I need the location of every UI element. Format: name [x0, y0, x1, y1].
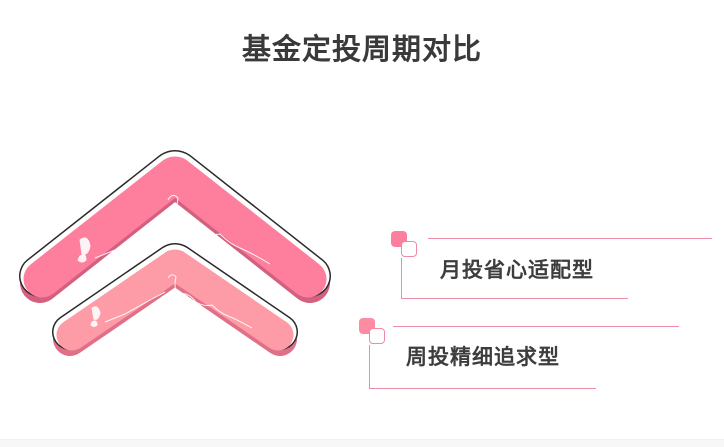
- left-divider: [369, 345, 370, 388]
- butterfly-decoration-icon: [77, 194, 271, 265]
- top-divider: [393, 326, 679, 327]
- butterfly-decoration-icon: [90, 274, 253, 329]
- left-divider: [401, 258, 402, 298]
- top-divider: [428, 238, 712, 239]
- outline-square-icon: [401, 241, 417, 257]
- bottom-divider: [369, 388, 596, 389]
- bottom-divider: [401, 298, 628, 299]
- item-label: 月投省心适配型: [440, 258, 594, 282]
- top-chevron: [19, 150, 331, 303]
- bottom-chevron: [52, 243, 298, 356]
- item-label: 周投精细追求型: [406, 345, 560, 369]
- footer-band: [0, 439, 724, 447]
- page-title: 基金定投周期对比: [241, 32, 482, 66]
- outline-square-icon: [369, 328, 385, 344]
